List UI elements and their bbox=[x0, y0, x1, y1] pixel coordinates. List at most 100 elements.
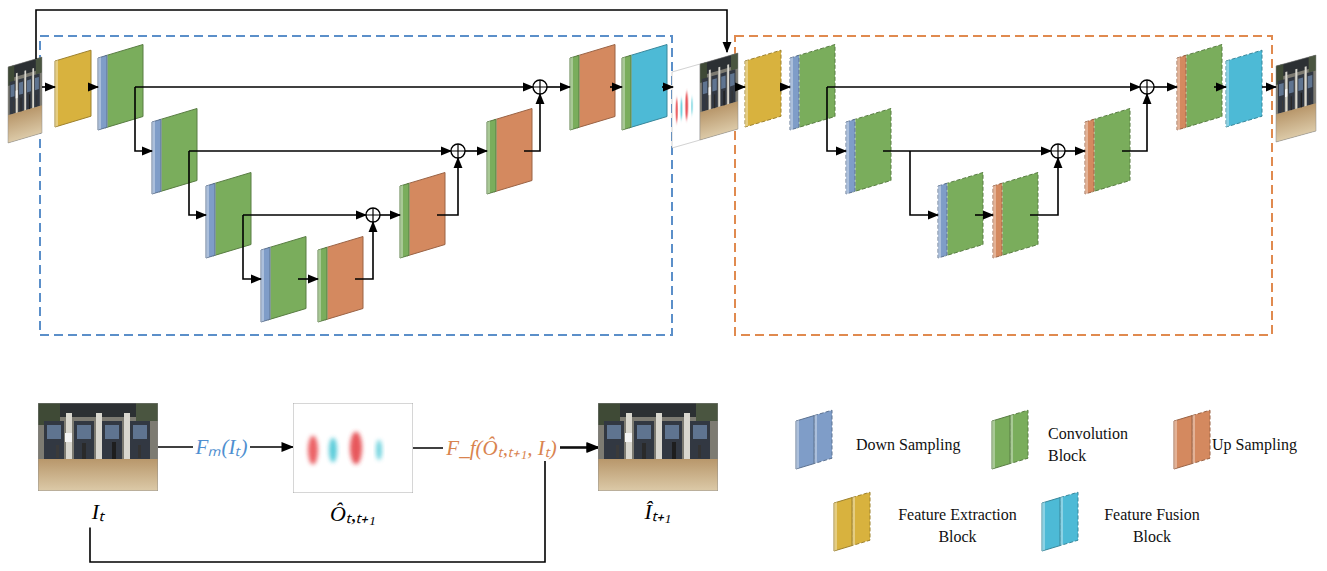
sum-circle bbox=[366, 208, 380, 222]
network-block bbox=[622, 45, 667, 131]
photo-frame bbox=[598, 403, 718, 491]
sum-cross bbox=[533, 80, 547, 94]
photo-person bbox=[1301, 93, 1302, 108]
block-highlight bbox=[938, 185, 941, 258]
flow-arrow bbox=[781, 86, 790, 88]
block-layer bbox=[577, 45, 615, 128]
photo-person bbox=[138, 445, 141, 458]
block-highlight bbox=[206, 185, 209, 258]
picture-content bbox=[293, 403, 413, 493]
flow-arrow bbox=[1154, 86, 1177, 88]
legend-text: Feature Fusion Block bbox=[1096, 504, 1208, 549]
block-layer bbox=[318, 247, 327, 322]
photo-column bbox=[1295, 69, 1297, 113]
flow-arrow bbox=[1214, 86, 1226, 88]
photo-person bbox=[714, 94, 715, 108]
photo-window bbox=[712, 78, 716, 91]
block-layer bbox=[622, 55, 631, 130]
sum-symbol bbox=[533, 80, 547, 94]
block-layer bbox=[790, 55, 799, 130]
flow-arrow bbox=[42, 86, 55, 88]
photo-person bbox=[20, 98, 21, 112]
photo-person bbox=[672, 442, 676, 459]
flow-frame bbox=[293, 403, 413, 493]
flow-arrow bbox=[1122, 94, 1147, 151]
image-picture bbox=[293, 403, 413, 493]
image-caption: Ôₜ,ₜ₊₁ bbox=[293, 501, 413, 527]
flow-arrow bbox=[189, 151, 206, 215]
photo-doorway bbox=[690, 421, 710, 459]
sum-symbol bbox=[451, 144, 465, 158]
photo-person bbox=[642, 443, 646, 459]
photo-sign bbox=[16, 90, 18, 98]
photo-window bbox=[665, 425, 679, 439]
image-picture bbox=[38, 403, 158, 491]
photo-trees bbox=[696, 403, 718, 421]
legend-text: Down Sampling bbox=[856, 434, 996, 456]
photo-doorway bbox=[44, 421, 64, 459]
photo-person bbox=[723, 91, 724, 106]
sum-symbol bbox=[1140, 80, 1154, 94]
block-highlight bbox=[790, 57, 793, 130]
photo-window bbox=[607, 425, 621, 439]
photo-window bbox=[19, 82, 23, 95]
function-label: Fₘ(Iₜ) bbox=[193, 434, 251, 460]
photo-window bbox=[1298, 78, 1303, 91]
photo-doorway bbox=[1297, 74, 1304, 109]
block-layer bbox=[487, 119, 496, 194]
block-highlight bbox=[1042, 502, 1045, 551]
photo-ground bbox=[598, 459, 718, 491]
image-caption: Iₜ bbox=[38, 499, 158, 525]
photo-person bbox=[82, 443, 86, 459]
photo-column bbox=[66, 413, 72, 463]
photo-doorway bbox=[10, 80, 16, 114]
block-layer bbox=[1060, 492, 1078, 545]
flow-arrow bbox=[243, 215, 261, 279]
photo-window bbox=[1289, 80, 1294, 93]
photo-frame bbox=[8, 57, 42, 143]
photo-trees bbox=[36, 57, 42, 74]
photo-doorway bbox=[729, 69, 735, 104]
photo-frame bbox=[38, 403, 158, 491]
photo-column bbox=[16, 73, 18, 117]
photo-sign bbox=[709, 87, 711, 95]
block-layer bbox=[992, 416, 1010, 469]
block-highlight bbox=[318, 249, 321, 322]
flow-arrow bbox=[738, 86, 745, 88]
photo-window bbox=[47, 425, 61, 439]
flow-arrow bbox=[36, 10, 727, 59]
block-highlight bbox=[261, 249, 264, 322]
photo-person bbox=[112, 442, 116, 459]
block-highlight bbox=[745, 60, 748, 127]
block-highlight bbox=[55, 60, 58, 127]
function-label: F_f(Ôₜ,ₜ₊₁, Iₜ) bbox=[443, 435, 559, 461]
photo-frame bbox=[1276, 55, 1316, 142]
flow-arrow bbox=[1030, 158, 1058, 215]
flow-arrow bbox=[524, 94, 540, 151]
picture-content bbox=[598, 403, 718, 491]
photo-column bbox=[1285, 72, 1287, 116]
photo-person bbox=[29, 94, 30, 109]
block-highlight bbox=[834, 502, 837, 551]
block-layer bbox=[938, 183, 947, 258]
flow-blob bbox=[350, 432, 362, 465]
block-highlight bbox=[1226, 60, 1229, 127]
sum-cross bbox=[366, 208, 380, 222]
flow-arrow bbox=[1065, 150, 1085, 152]
photo-sign bbox=[1285, 89, 1287, 97]
photo-background bbox=[1276, 55, 1316, 142]
flow-frame bbox=[672, 64, 700, 148]
block-layer bbox=[261, 247, 270, 322]
sum-circle bbox=[1140, 80, 1154, 94]
flow-blob bbox=[685, 92, 688, 120]
block-layer bbox=[629, 45, 667, 128]
block-layer bbox=[1174, 416, 1192, 469]
photo-background bbox=[700, 53, 738, 140]
photo-background bbox=[8, 57, 42, 143]
photo-doorway bbox=[711, 74, 717, 109]
photo-background bbox=[38, 403, 158, 491]
block-layer bbox=[745, 50, 781, 127]
photo-person bbox=[731, 91, 733, 103]
